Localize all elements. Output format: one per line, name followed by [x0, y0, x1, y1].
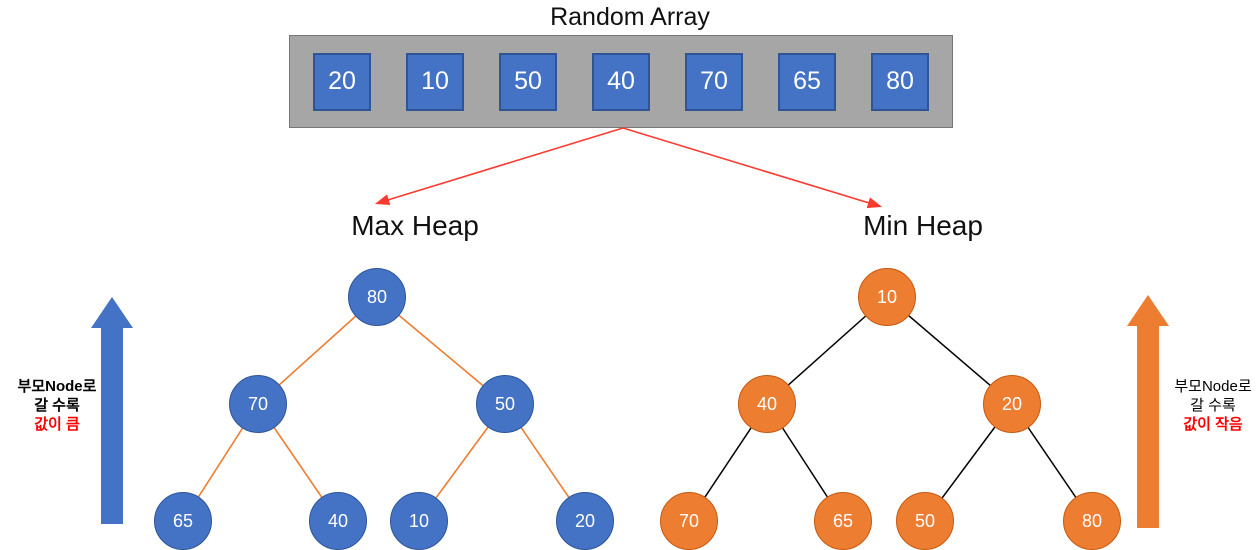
array-cell: 50: [499, 52, 557, 111]
annotation-line: 부모Node로: [17, 378, 97, 395]
min-heap-node: 50: [896, 492, 954, 550]
max-heap-label: Max Heap: [351, 210, 479, 241]
min-heap-node: 65: [814, 492, 872, 550]
max-heap-node: 40: [309, 492, 367, 550]
max-heap-node: 65: [154, 492, 212, 550]
random-array-container: 20 10 50 40 70 65 80: [289, 35, 953, 128]
max-heap-node: 20: [556, 492, 614, 550]
min-heap-label: Min Heap: [863, 210, 983, 241]
annotation-line: 갈 수록: [34, 397, 80, 414]
max-heap-node: 50: [476, 375, 534, 433]
red-arrow-to-min-heap: [622, 127, 883, 209]
min-heap-node: 80: [1063, 492, 1121, 550]
array-cell: 40: [592, 52, 650, 111]
max-heap-node: 10: [390, 492, 448, 550]
array-cell: 10: [406, 52, 464, 111]
array-cell: 65: [778, 52, 836, 111]
min-heap-node: 40: [738, 375, 796, 433]
array-cell: 20: [313, 52, 371, 111]
min-heap-node: 10: [858, 268, 916, 326]
max-heap-annotation: 부모Node로 갈 수록 값이 큼: [2, 377, 112, 434]
page-title: Random Array: [550, 3, 710, 31]
annotation-line: 갈 수록: [1190, 397, 1236, 414]
max-heap-node: 70: [229, 375, 287, 433]
array-cell: 70: [685, 52, 743, 111]
annotation-line: 부모Node로: [1174, 378, 1252, 395]
min-heap-annotation: 부모Node로 갈 수록 값이 작음: [1158, 377, 1260, 434]
annotation-line-highlight: 값이 작음: [1183, 416, 1243, 433]
min-heap-node: 20: [983, 375, 1041, 433]
annotation-line-highlight: 값이 큼: [34, 416, 80, 433]
min-heap-node: 70: [660, 492, 718, 550]
red-arrow-to-max-heap: [374, 127, 624, 206]
max-heap-node: 80: [348, 268, 406, 326]
array-cell: 80: [871, 52, 929, 111]
